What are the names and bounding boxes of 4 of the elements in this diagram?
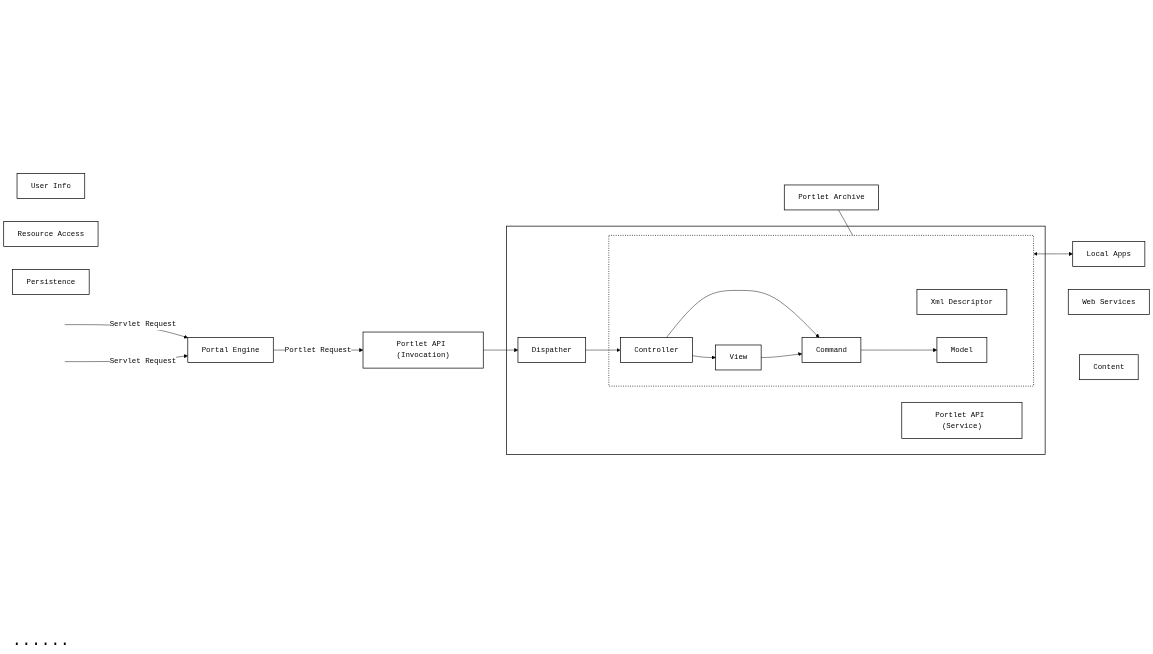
note-text: ...... — [12, 632, 70, 650]
connector — [838, 209, 853, 236]
cluster — [608, 235, 1034, 387]
cluster — [506, 225, 1046, 455]
